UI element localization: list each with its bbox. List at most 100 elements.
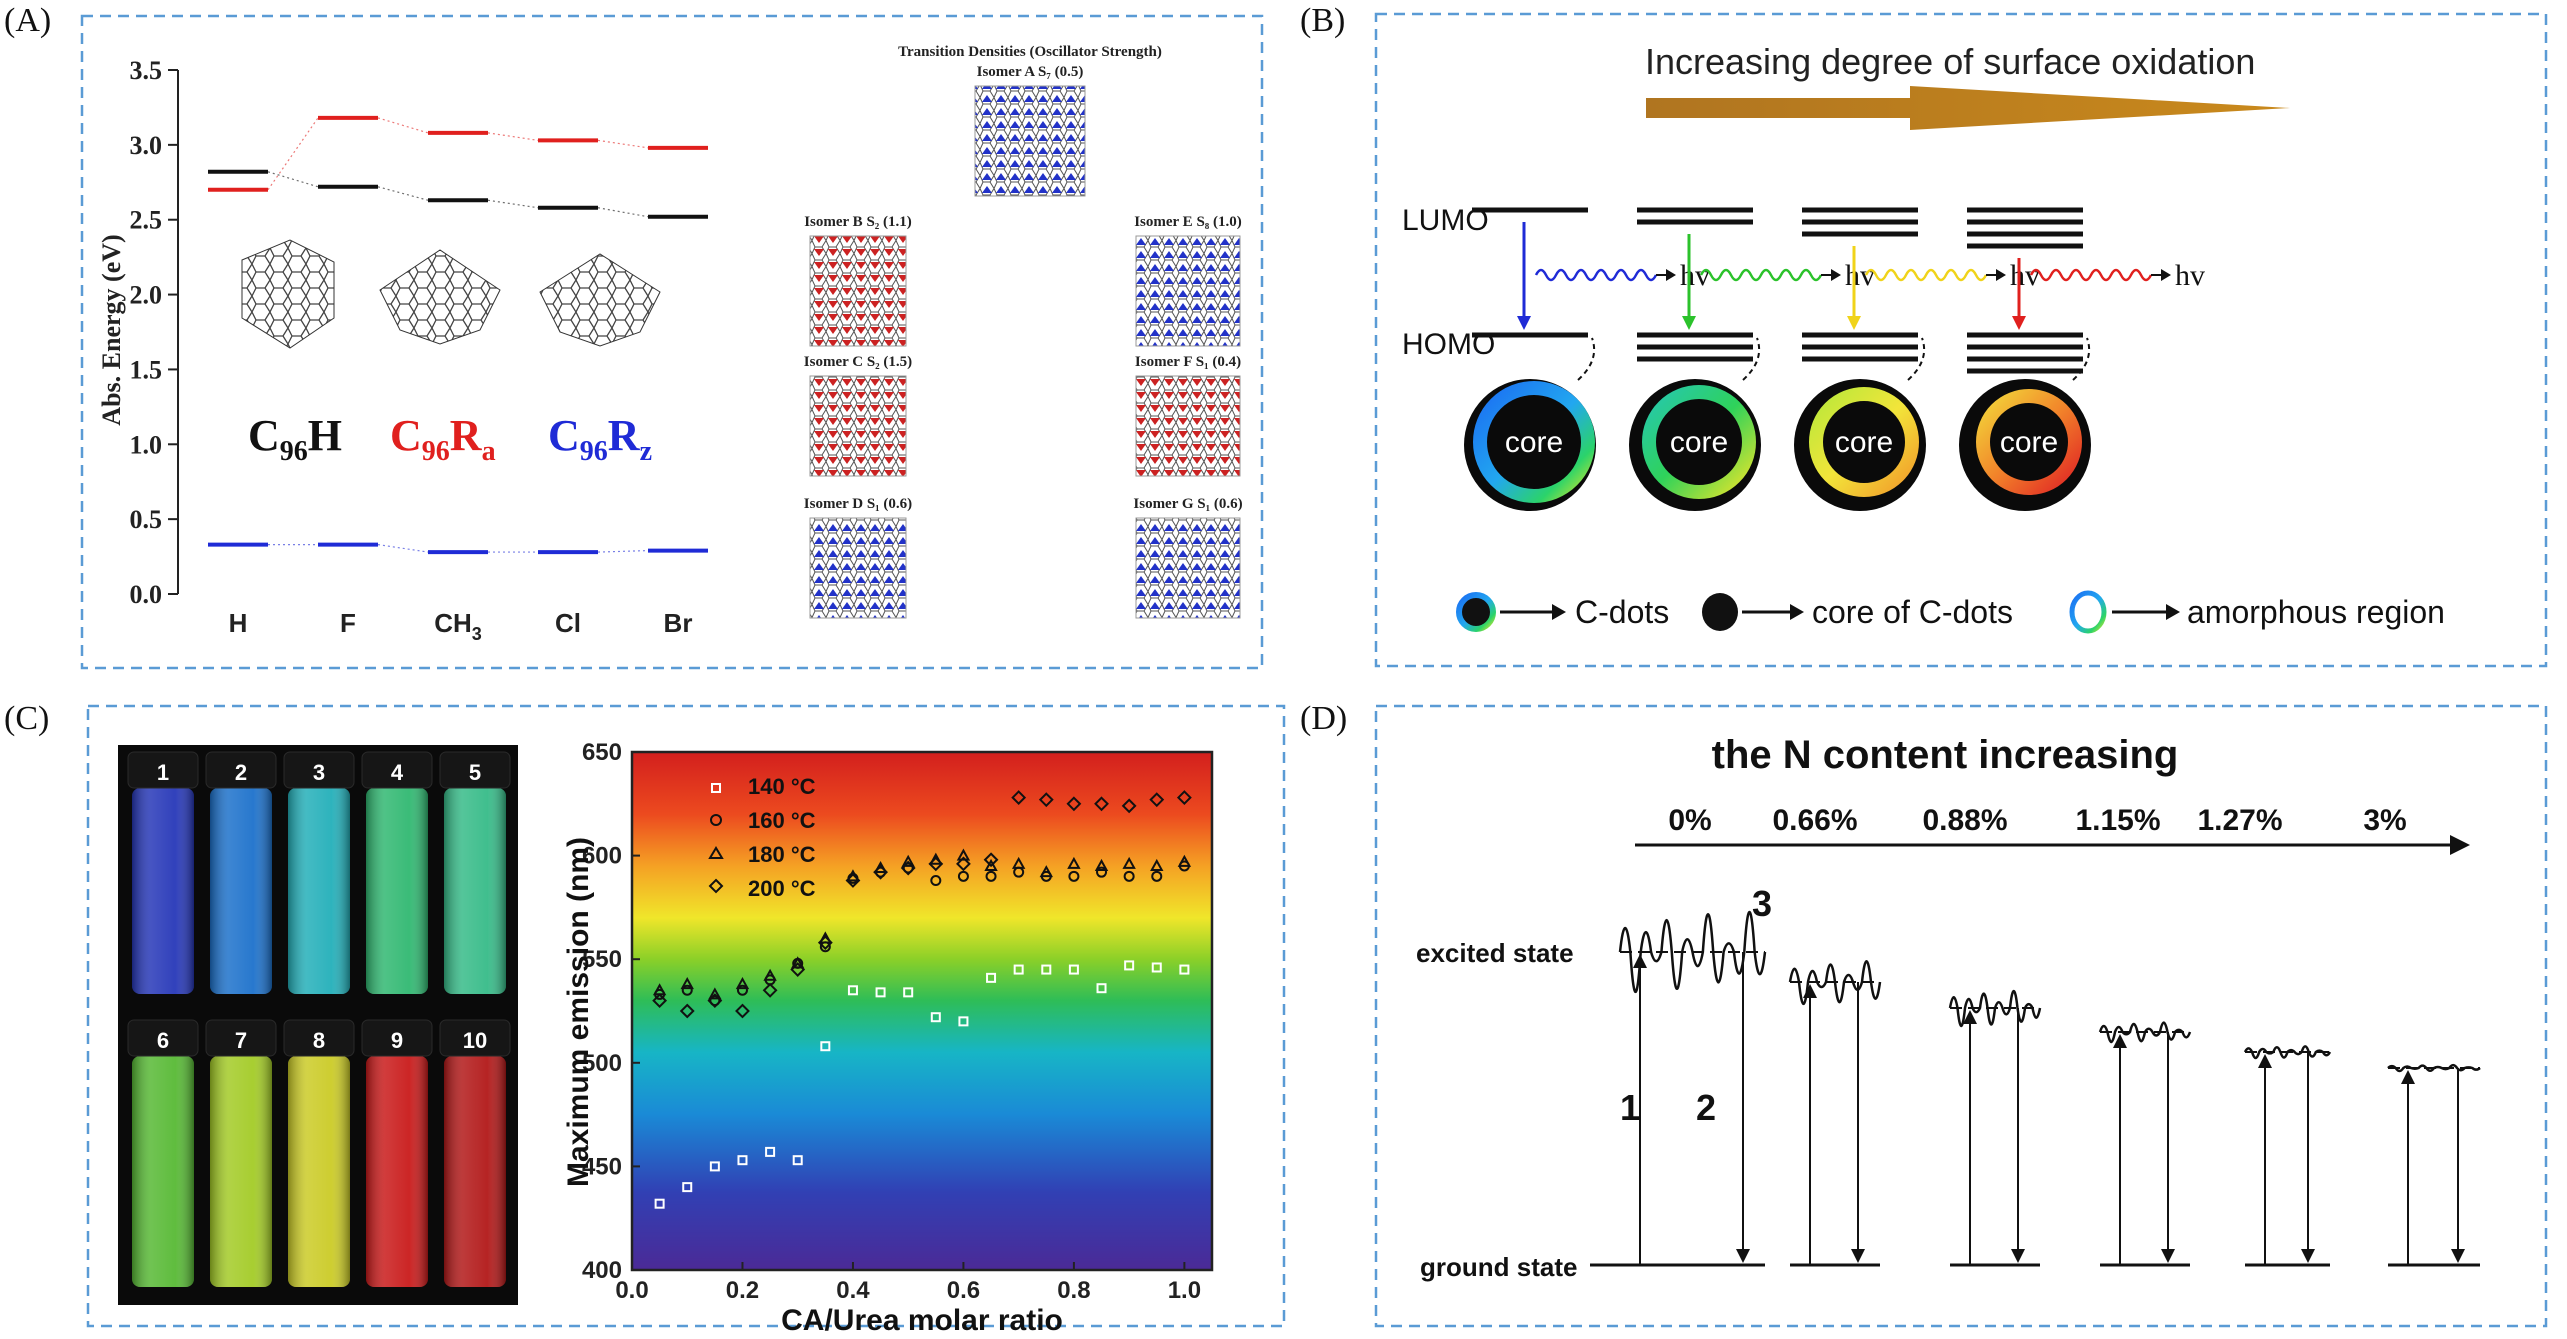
energy-diagram-4: [2098, 1021, 2192, 1267]
point-140c: [1124, 960, 1135, 971]
a-ytick-label: 1.5: [130, 355, 163, 384]
point-180c: [708, 987, 722, 1000]
point-160c: [1123, 870, 1135, 882]
point-200c: [1038, 792, 1054, 808]
point-160c: [736, 984, 748, 996]
ground-state-label: ground state: [1420, 1252, 1577, 1282]
point-200c: [679, 1003, 695, 1019]
a-ytick-label: 0.5: [130, 505, 163, 534]
n-percent-label: 1.15%: [2075, 804, 2160, 837]
point-180c: [680, 977, 694, 990]
c-xtick-label: 0.6: [947, 1277, 980, 1304]
n-percent-label: 1.27%: [2197, 804, 2282, 837]
excited-state-curve: [2243, 1045, 2332, 1060]
spectrum-background: [632, 752, 1212, 1270]
point-180c: [901, 854, 915, 867]
legend-core: core of C-dots: [1812, 594, 2013, 630]
point-200c: [1121, 798, 1137, 814]
point-140c: [986, 972, 997, 983]
core-label: core: [1505, 426, 1563, 459]
vial-1: 1: [127, 751, 199, 994]
oxidation-arrow: [1646, 86, 2290, 130]
energy-diagram-3: [1948, 989, 2042, 1267]
point-200c: [845, 873, 861, 888]
vial-number: 10: [463, 1028, 487, 1053]
photon-wave-icon: [1534, 268, 1658, 282]
point-140c: [875, 987, 886, 998]
c-xtick-label: 0.2: [726, 1277, 759, 1304]
energy-diagram-2: [1788, 959, 1882, 1267]
panel-c-frame: [86, 704, 1286, 1328]
isomer-f-graphic: [1135, 375, 1241, 477]
isomer-a-label: Isomer A S₇ (0.5): [977, 64, 1084, 80]
panel-b-frame: [1374, 12, 2548, 668]
panel-b-title: Increasing degree of surface oxidation: [1645, 41, 2255, 82]
vial-number: 3: [313, 760, 325, 785]
point-200c: [762, 982, 778, 998]
panel-b-legend: C-dots core of C-dots amorphous region: [1456, 590, 2445, 634]
excited-state-curve: [1788, 959, 1882, 1006]
point-140c: [1068, 964, 1079, 975]
c-ytick-label: 600: [582, 843, 622, 870]
molecule-label-c96h: C96H: [248, 411, 342, 467]
transition-label-3: 3: [1752, 883, 1772, 924]
panel-c-ylabel: Maximum emission (nm): [562, 837, 595, 1187]
point-200c: [1011, 790, 1027, 805]
isomer-g-graphic: [1135, 517, 1241, 619]
core-label: core: [1835, 426, 1893, 459]
vial-number: 6: [157, 1028, 169, 1053]
point-180c: [1150, 858, 1164, 871]
c-ytick-label: 650: [582, 739, 622, 766]
c-xtick-label: 0.4: [836, 1277, 870, 1304]
energy-diagram-5: [2243, 1045, 2332, 1267]
molecule-c96ra-graphic: [379, 249, 501, 345]
point-180c: [1011, 856, 1026, 869]
a-xtick-label: Br: [664, 608, 693, 638]
molecule-label-c96ra: C96Ra: [390, 411, 496, 467]
n-content-arrow: [2450, 835, 2470, 855]
vial-number: 4: [391, 760, 404, 785]
isomer-g-label: Isomer G S₁ (0.6): [1133, 496, 1242, 512]
point-200c: [1094, 796, 1109, 812]
transition-label-2: 2: [1696, 1087, 1716, 1128]
vial-3: 3: [283, 751, 355, 994]
vial-number: 1: [157, 760, 169, 785]
point-180c: [1039, 865, 1053, 878]
point-200c: [928, 856, 944, 872]
transition-label-1: 1: [1620, 1087, 1640, 1128]
point-200c: [956, 856, 971, 872]
a-ytick-label: 3.0: [130, 131, 163, 160]
panel-c-legend: 140 °C 160 °C 180 °C 200 °C: [708, 774, 816, 901]
point-140c: [682, 1182, 693, 1193]
point-140c: [765, 1146, 776, 1157]
panel-a: 0.00.51.01.52.02.53.03.5 Abs. Energy (eV…: [80, 14, 1264, 670]
point-140c: [709, 1161, 720, 1172]
point-180c: [1177, 854, 1192, 867]
isomer-e-label: Isomer E S₈ (1.0): [1134, 214, 1242, 230]
isomer-a-graphic: [974, 85, 1086, 197]
c-xtick-label: 0.0: [615, 1277, 648, 1304]
legend-amorphous: amorphous region: [2187, 594, 2445, 630]
point-200c: [1176, 790, 1192, 805]
photon-wave-icon: [1864, 268, 1988, 282]
panel-d-title: the N content increasing: [1712, 733, 2179, 777]
energy-diagram-1: [1590, 911, 1767, 1267]
c-xtick-label: 0.8: [1057, 1277, 1090, 1304]
point-200c: [873, 864, 888, 880]
point-140c: [1013, 964, 1024, 975]
hv-label: hv: [1845, 259, 1875, 292]
point-200c: [900, 860, 916, 876]
point-160c: [1096, 866, 1108, 878]
vial-4: 4: [361, 751, 433, 994]
isomer-d-graphic: [809, 517, 907, 619]
point-200c: [983, 852, 999, 868]
point-140c: [958, 1016, 969, 1027]
point-160c: [930, 874, 942, 886]
vial-6: 6: [127, 1019, 199, 1287]
molecule-label-c96rz: C96Rz: [548, 411, 652, 467]
isomer-f-label: Isomer F S₁ (0.4): [1135, 354, 1241, 370]
point-140c: [847, 985, 858, 996]
